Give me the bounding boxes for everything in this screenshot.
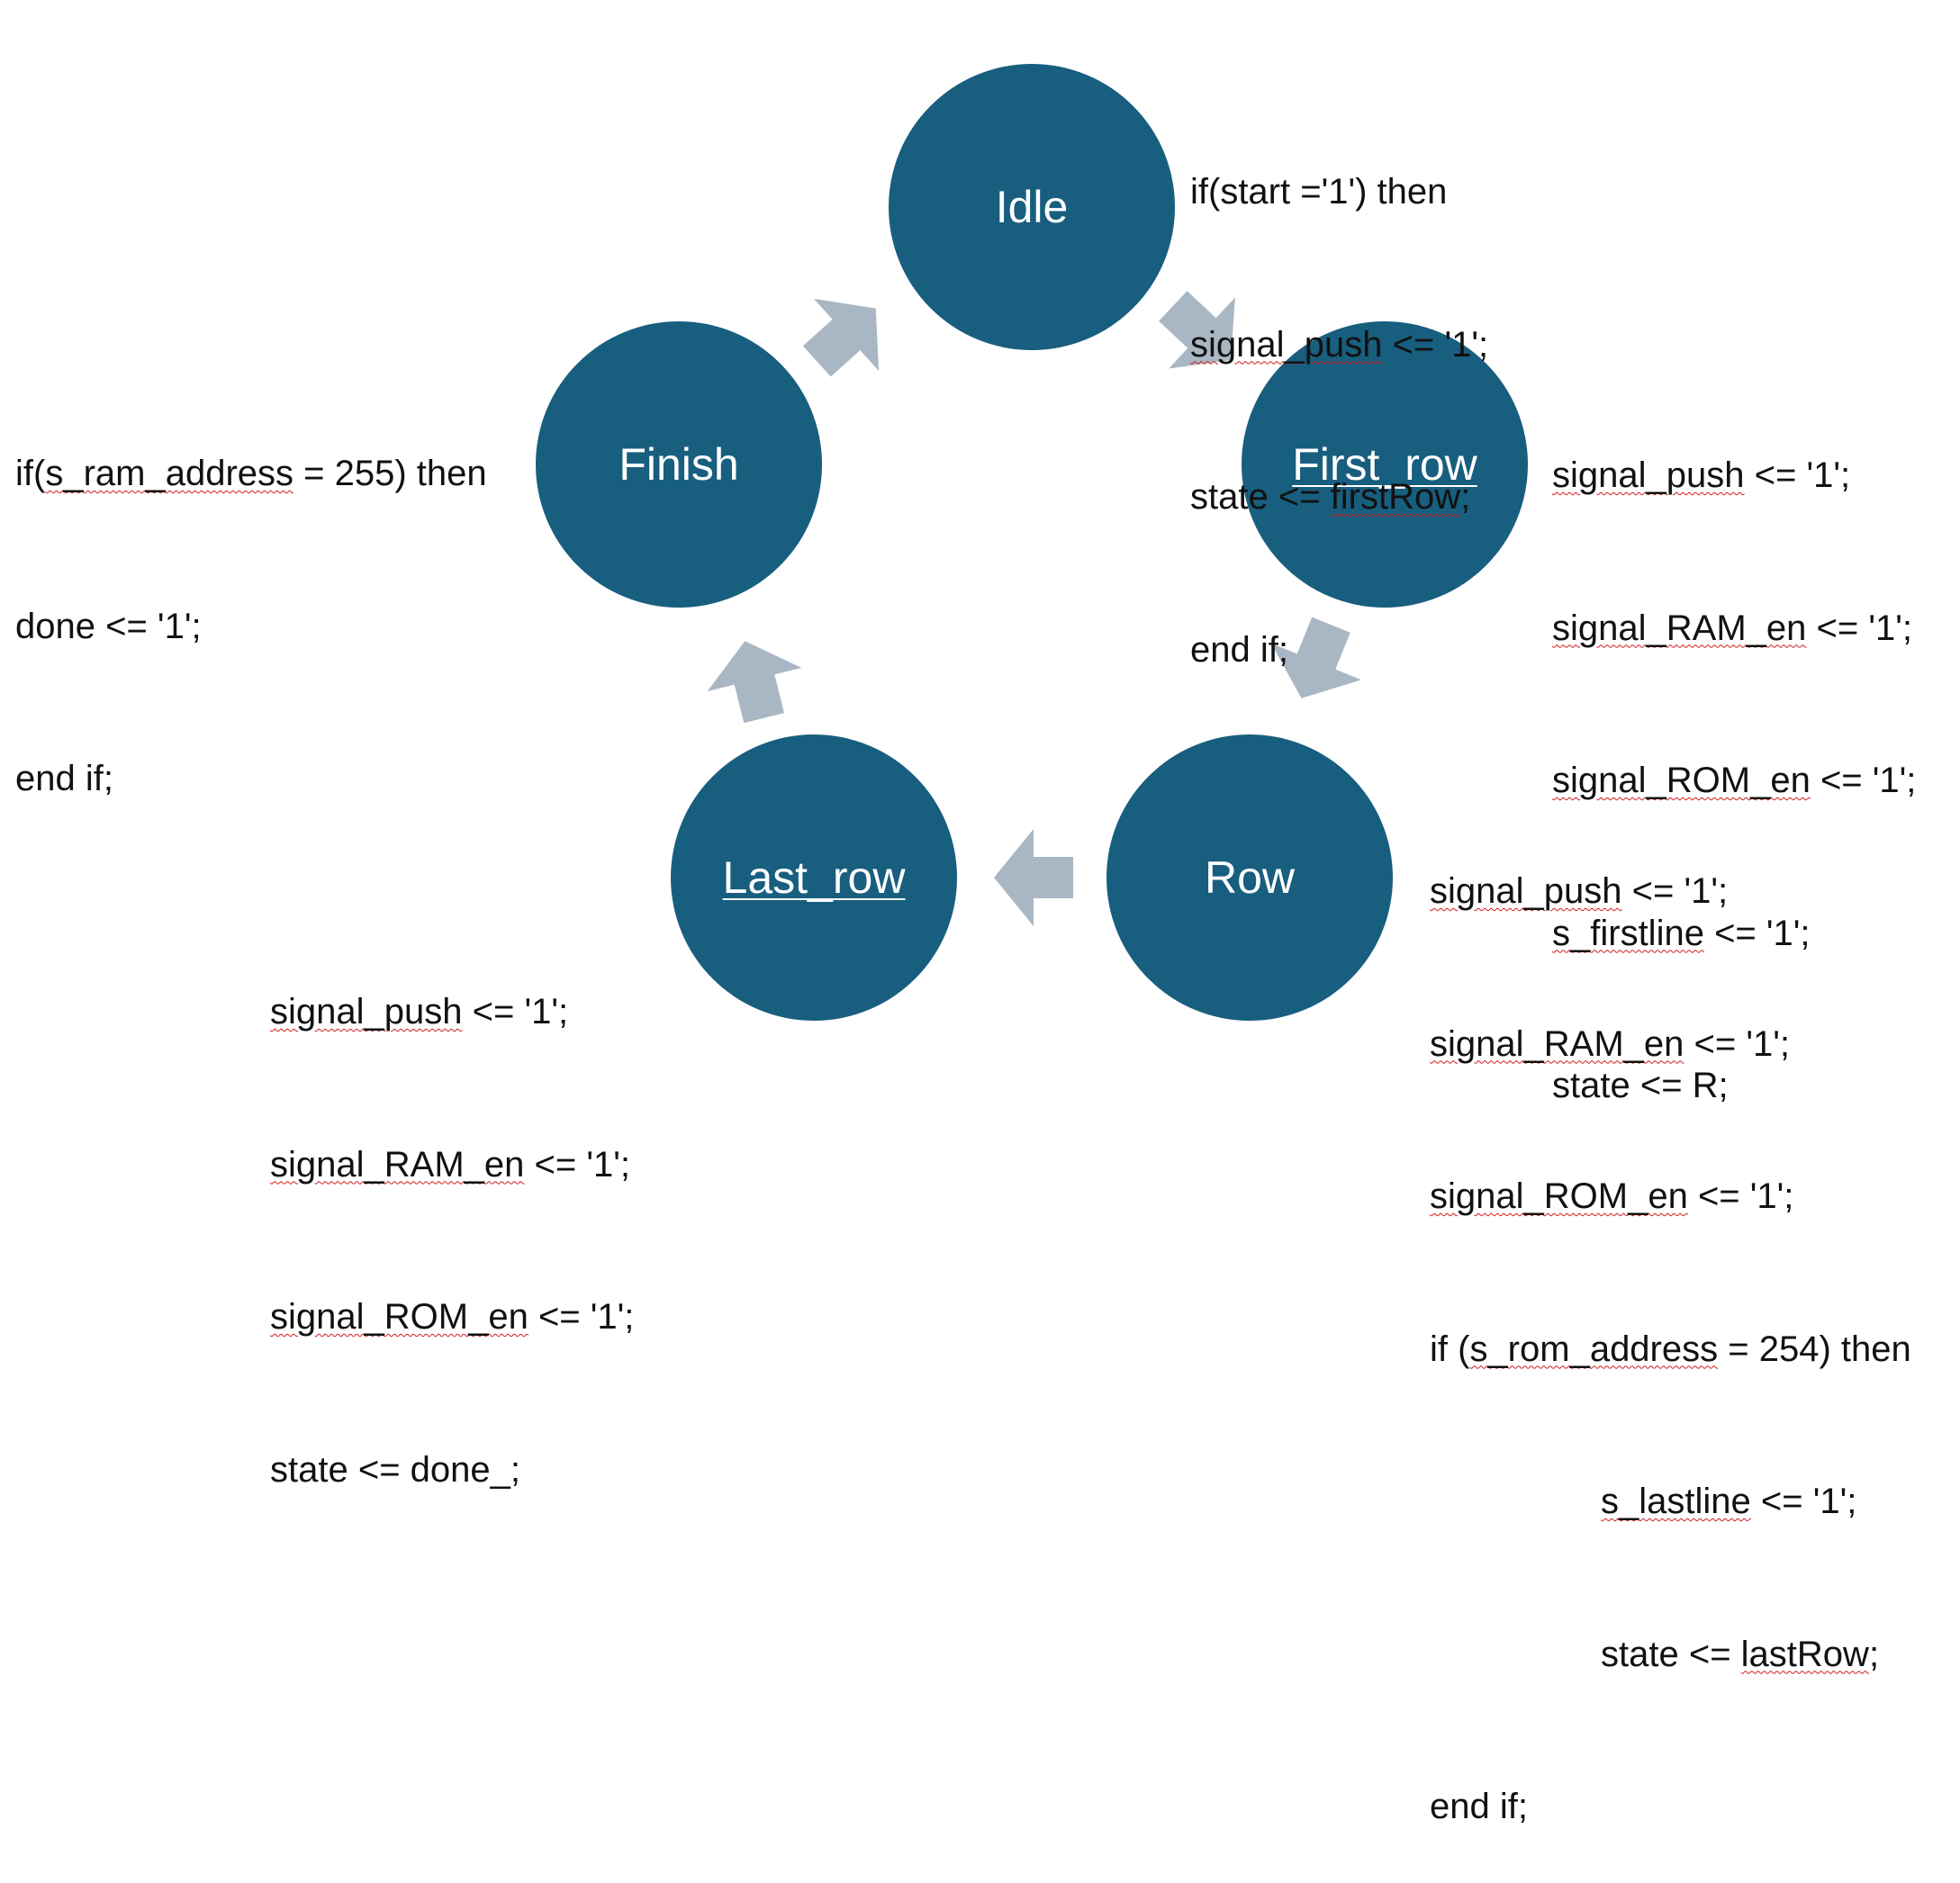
state-first-row[interactable]: First_row <box>1242 321 1528 608</box>
code-line: end if; <box>1190 629 1288 670</box>
code-line: signal_ROM_en <= '1'; <box>1552 761 1917 800</box>
code-block-finish: if(s_ram_address = 255) then done <= '1'… <box>15 347 487 855</box>
transition-arrow-last-row-to-finish <box>707 641 802 724</box>
code-line: state <= R; <box>1552 1066 1729 1105</box>
code-line: signal_RAM_en <= '1'; <box>1552 608 1912 648</box>
code-line: end if; <box>1430 1787 1528 1826</box>
code-line: state <= done_; <box>270 1449 521 1490</box>
state-row-label: Row <box>1204 852 1296 903</box>
state-finish[interactable]: Finish <box>536 321 822 608</box>
state-finish-label: Finish <box>619 439 739 490</box>
state-idle-label: Idle <box>995 182 1069 232</box>
state-last-row-label: Last_row <box>722 852 906 903</box>
code-line: signal_push <= '1'; <box>1430 871 1729 911</box>
state-last-row[interactable]: Last_row <box>671 734 957 1021</box>
transition-arrow-finish-to-idle <box>802 298 880 377</box>
code-line: if(s_ram_address = 255) then <box>15 454 487 493</box>
code-line: s_firstline <= '1'; <box>1552 913 1811 953</box>
code-line: signal_RAM_en <= '1'; <box>1430 1023 1790 1064</box>
code-line: end if; <box>15 759 113 798</box>
code-line: signal_RAM_en <= '1'; <box>270 1144 630 1185</box>
state-idle[interactable]: Idle <box>889 64 1175 350</box>
code-line: signal_ROM_en <= '1'; <box>1430 1176 1794 1216</box>
code-block-first-row: signal_push <= '1'; signal_RAM_en <= '1'… <box>1552 348 1916 1162</box>
state-first-row-label: First_row <box>1292 439 1477 490</box>
code-line: signal_push <= '1'; <box>1190 324 1489 365</box>
state-row[interactable]: Row <box>1106 734 1393 1021</box>
code-line: state <= firstRow; <box>1190 477 1471 517</box>
code-block-row: signal_push <= '1'; signal_RAM_en <= '1'… <box>1430 764 1911 1883</box>
code-block-last-row: signal_push <= '1'; signal_RAM_en <= '1'… <box>270 885 634 1546</box>
code-line: s_lastline <= '1'; <box>1601 1482 1857 1521</box>
code-line: signal_ROM_en <= '1'; <box>270 1297 635 1337</box>
code-line: signal_push <= '1'; <box>1552 455 1851 495</box>
code-line: if (s_rom_address = 254) then <box>1430 1329 1911 1369</box>
code-block-idle: if(start ='1') then signal_push <= '1'; … <box>1190 65 1488 726</box>
code-line: done <= '1'; <box>15 606 202 646</box>
transition-arrow-row-to-last-row <box>994 829 1073 926</box>
code-line: state <= lastRow; <box>1601 1634 1880 1674</box>
code-line: signal_push <= '1'; <box>270 992 569 1032</box>
code-line: if(start ='1') then <box>1190 172 1448 212</box>
